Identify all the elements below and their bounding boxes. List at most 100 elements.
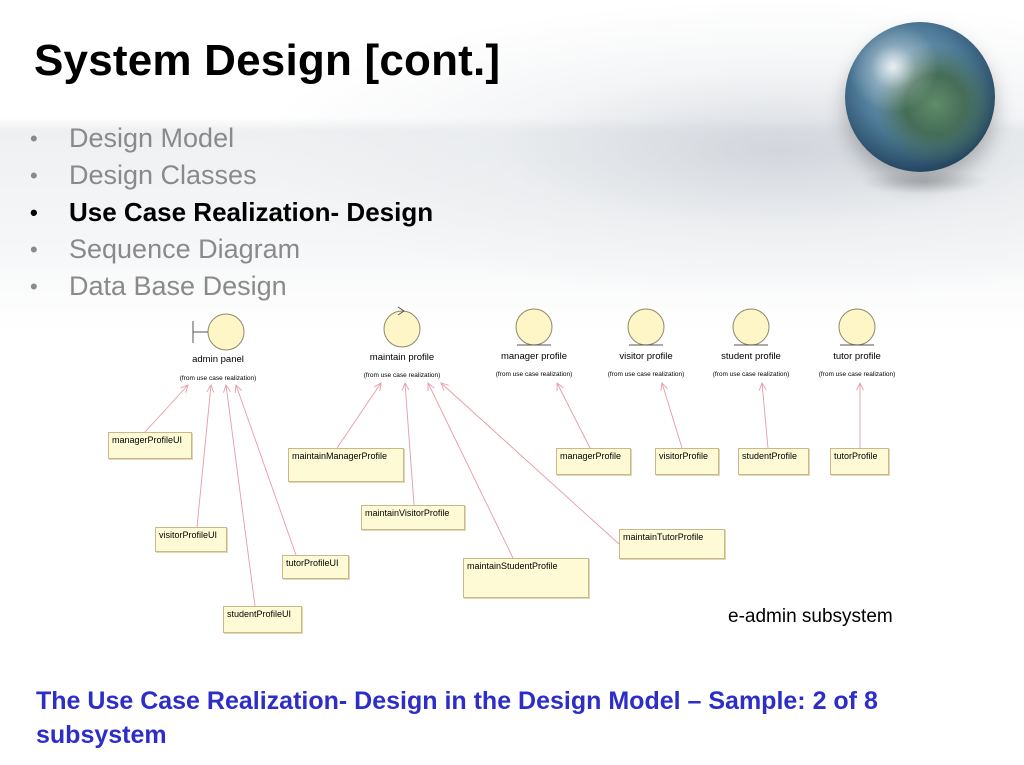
link-arrowhead: [373, 382, 382, 391]
class-name: maintainVisitorProfile: [365, 508, 450, 518]
link-arrowhead: [223, 383, 231, 393]
realization-circle: [627, 308, 665, 346]
bullet-dot: •: [30, 162, 38, 188]
globe-image: [845, 22, 995, 172]
control-arrow: [397, 306, 405, 316]
bullet-text: Data Base Design: [69, 271, 287, 301]
dependency-link: [758, 381, 769, 449]
realization-name: student profile: [721, 351, 781, 362]
link-line: [761, 382, 769, 449]
bullet-text: Design Model: [69, 123, 235, 153]
realization-source: (from use case realization): [818, 371, 896, 378]
bullet-dot: •: [30, 125, 38, 151]
use-case-realization-icon: [627, 308, 665, 346]
link-line: [661, 382, 683, 449]
class-name: managerProfileUI: [112, 435, 183, 445]
subsystem-label: e-admin subsystem: [728, 606, 893, 627]
bullet-text: Use Case Realization- Design: [69, 197, 434, 227]
bullet-item: • Design Classes: [30, 157, 433, 194]
bullet-text: Sequence Diagram: [69, 234, 301, 264]
link-arrowhead: [234, 384, 242, 394]
class-name: studentProfileUI: [227, 609, 292, 619]
class-name: tutorProfile: [834, 451, 878, 461]
use-case-realization-icon: [383, 306, 421, 348]
link-arrowhead: [556, 382, 564, 392]
class-name: maintainStudentProfile: [467, 561, 558, 571]
link-line: [225, 384, 256, 607]
link-arrowhead: [758, 381, 767, 391]
slide-caption: The Use Case Realization- Design in the …: [36, 687, 878, 749]
realization-name: admin panel: [192, 354, 244, 365]
link-line: [440, 382, 620, 545]
bullet-item-active: • Use Case Realization- Design: [30, 194, 433, 231]
dependency-link: [427, 382, 514, 559]
realization-circle: [515, 308, 553, 346]
dependency-link: [234, 384, 297, 556]
realization-circle: [732, 308, 770, 346]
link-arrowhead: [401, 381, 410, 391]
class-name: maintainManagerProfile: [292, 451, 388, 461]
dependency-link: [440, 382, 620, 545]
bullet-item: • Design Model: [30, 120, 433, 157]
use-case-realization-icon: [838, 308, 876, 346]
link-arrowhead: [856, 381, 864, 391]
class-name: tutorProfileUI: [286, 558, 339, 568]
link-line: [427, 382, 514, 559]
realization-name: visitor profile: [619, 351, 673, 362]
use-case-realization-icon: [515, 308, 553, 346]
realization-source: (from use case realization): [607, 371, 685, 378]
realization-source: (from use case realization): [495, 371, 573, 378]
realization-name: tutor profile: [833, 351, 881, 362]
class-box: managerProfile: [556, 448, 631, 475]
globe-shadow: [860, 170, 990, 194]
class-box: managerProfileUI: [108, 432, 192, 459]
use-case-realization-icon: [732, 308, 770, 346]
bullet-item: • Sequence Diagram: [30, 231, 433, 268]
dependency-link: [660, 382, 683, 449]
link-arrowhead: [440, 382, 449, 391]
link-line: [144, 384, 189, 433]
dependency-link: [401, 381, 415, 506]
slide-title: System Design [cont.]: [34, 36, 501, 85]
realization-source: (from use case realization): [712, 371, 790, 378]
realization-source: (from use case realization): [179, 375, 257, 382]
dependency-link: [336, 382, 382, 449]
class-box: visitorProfileUI: [155, 527, 227, 552]
class-box: maintainStudentProfile: [463, 558, 589, 598]
realization-circle: [383, 310, 421, 348]
class-box: tutorProfile: [830, 448, 889, 475]
link-arrowhead: [180, 384, 189, 393]
link-line: [196, 384, 212, 528]
class-box: tutorProfileUI: [282, 555, 349, 579]
class-name: managerProfile: [560, 451, 622, 461]
class-box: maintainVisitorProfile: [361, 505, 465, 530]
link-line: [336, 382, 382, 449]
dependency-link: [856, 381, 864, 448]
dependency-link: [556, 382, 591, 449]
realization-name: maintain profile: [369, 352, 435, 363]
bullet-text: Design Classes: [69, 160, 257, 190]
link-arrowhead: [660, 382, 668, 391]
class-box: maintainTutorProfile: [619, 529, 725, 559]
class-box: maintainManagerProfile: [288, 448, 404, 482]
dependency-link: [144, 384, 189, 433]
bullet-dot: •: [30, 199, 38, 225]
realization-circle: [207, 313, 245, 351]
dependency-link: [223, 383, 256, 607]
class-box: studentProfileUI: [223, 606, 302, 633]
realization-source: (from use case realization): [363, 372, 441, 379]
bullet-list: • Design Model • Design Classes • Use Case …: [30, 120, 433, 305]
class-name: visitorProfile: [659, 451, 709, 461]
bullet-dot: •: [30, 236, 38, 262]
link-arrowhead: [427, 382, 435, 392]
class-name: maintainTutorProfile: [623, 532, 704, 542]
link-line: [556, 382, 591, 449]
bullet-item: • Data Base Design: [30, 268, 433, 305]
use-case-realization-icon: [192, 313, 245, 351]
realization-name: manager profile: [500, 351, 567, 362]
dependency-link: [196, 383, 215, 528]
class-name: studentProfile: [742, 451, 798, 461]
bullet-dot: •: [30, 273, 38, 299]
